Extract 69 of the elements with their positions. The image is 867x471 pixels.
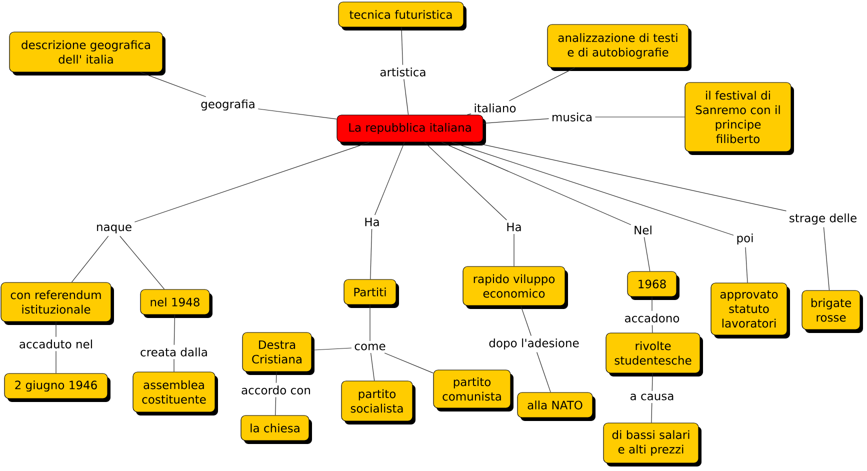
linking-phrase: a causa — [627, 391, 677, 403]
linking-phrase: naque — [94, 222, 134, 236]
connector-line — [823, 226, 830, 290]
connector-line — [441, 142, 632, 226]
connector-line — [745, 246, 748, 283]
connector-line — [140, 72, 206, 98]
linking-phrase: geografia — [198, 96, 258, 114]
connector-line — [71, 236, 109, 282]
connector-line — [594, 116, 685, 118]
connector-line — [520, 306, 532, 336]
linking-phrase: strage delle — [786, 210, 860, 228]
linking-phrase: accordo con — [238, 383, 314, 397]
linking-phrase: accaduto nel — [16, 337, 96, 351]
connector-line — [483, 118, 550, 124]
connector-line — [384, 352, 434, 374]
concept-box: di bassi salari e alti prezzi — [603, 422, 702, 466]
connector-line — [652, 373, 653, 392]
connector-line — [401, 27, 404, 66]
connector-line — [644, 236, 650, 272]
connector-line — [275, 396, 276, 416]
connector-line — [452, 142, 734, 236]
linking-phrase: musica — [548, 110, 596, 124]
connector-line — [374, 142, 405, 216]
concept-box: alla NATO — [517, 392, 596, 421]
linking-phrase: dopo l'adesione — [486, 336, 582, 352]
concept-box: approvato statuto lavoratori — [710, 282, 790, 338]
concept-box: 2 giugno 1946 — [4, 373, 110, 402]
connector-line — [276, 372, 277, 384]
connector-line — [536, 352, 551, 392]
concept-box: tecnica futuristica — [338, 2, 466, 30]
concept-box: il festival di Sanremo con il principe filiberto — [684, 82, 794, 155]
concept-box: Destra Cristiana — [242, 332, 314, 375]
connector-line — [404, 78, 409, 115]
linking-phrase: artistica — [377, 65, 429, 79]
linking-phrase: poi — [734, 230, 756, 248]
connector-line — [370, 228, 372, 280]
linking-phrase: italiano — [471, 101, 519, 115]
concept-box: assemblea costituente — [132, 372, 218, 416]
connector-line — [120, 236, 165, 290]
concept-box: rivolte studentesche — [606, 332, 703, 376]
concept-box: la chiesa — [240, 415, 312, 444]
linking-phrase: creata dalla — [138, 345, 210, 359]
connector-line — [424, 142, 507, 220]
connector-line — [258, 108, 337, 120]
linking-phrase: Ha — [362, 215, 382, 229]
connector-line — [508, 68, 576, 102]
concept-box: 1968 — [627, 271, 680, 300]
linking-phrase: Nel — [631, 223, 655, 237]
concept-box: La repubblica italiana — [336, 114, 486, 146]
concept-box: brigate rosse — [802, 290, 863, 333]
connector-line — [174, 314, 176, 346]
concept-box: rapido viluppo economico — [462, 266, 568, 309]
concept-box: descrizione geografica dell' italia — [9, 32, 166, 76]
connector-line — [652, 324, 653, 333]
connector-line — [651, 402, 652, 423]
concept-box: nel 1948 — [140, 289, 212, 318]
linking-phrase: come — [352, 341, 388, 353]
linking-phrase: Ha — [504, 220, 524, 234]
concept-box: partito comunista — [433, 370, 514, 412]
connector-line — [370, 352, 375, 381]
connector-line — [466, 113, 472, 115]
concept-box: con referendum istituzionale — [0, 282, 114, 325]
connector-line — [472, 142, 787, 212]
connector-line — [312, 348, 352, 350]
linking-phrase: accadono — [622, 311, 682, 325]
concept-box: Partiti — [344, 279, 399, 308]
connector-line — [134, 142, 370, 222]
concept-box: partito socialista — [341, 380, 416, 424]
concept-box: analizzazione di testi e di autobiografie — [547, 24, 692, 71]
